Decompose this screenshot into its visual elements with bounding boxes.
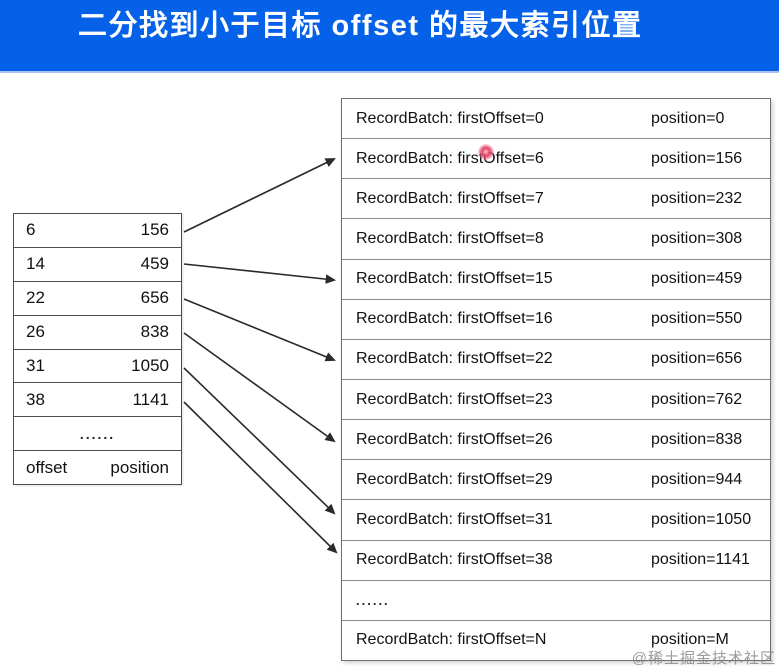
index-position: 838 (140, 322, 169, 342)
record-row: RecordBatch: firstOffset=7 position=232 (342, 179, 770, 220)
record-row: RecordBatch: firstOffset=16 position=550 (342, 300, 770, 340)
record-row: RecordBatch: firstOffset=38 position=114… (342, 541, 770, 581)
index-header-row: offset position (14, 451, 181, 484)
record-row: RecordBatch: firstOffset=29 position=944 (342, 460, 770, 501)
record-position: position=762 (651, 390, 743, 408)
record-row: RecordBatch: firstOffset=26 position=838 (342, 420, 770, 461)
record-position: position=459 (651, 270, 743, 288)
record-row: RecordBatch: firstOffset=0 position=0 (342, 99, 770, 140)
index-position: 156 (140, 220, 169, 240)
record-row: RecordBatch: firstOffset=N position=M (342, 621, 770, 660)
record-label: RecordBatch: firstOffset=N (356, 631, 547, 649)
record-label: RecordBatch: firstOffset=15 (356, 270, 553, 288)
record-position: position=1050 (651, 510, 752, 528)
index-row: 26 838 (14, 316, 181, 350)
record-label: RecordBatch: firstOffset=38 (356, 551, 553, 569)
index-offset: 14 (26, 254, 45, 274)
record-position: position=232 (651, 189, 743, 207)
record-position: position=156 (651, 149, 743, 167)
index-offset: 31 (26, 355, 45, 375)
ellipsis-text: ...... (356, 592, 390, 608)
record-row: RecordBatch: firstOffset=31 position=105… (342, 500, 770, 541)
record-position: position=0 (651, 109, 725, 127)
index-row: 6 156 (14, 214, 181, 248)
record-position: position=838 (651, 430, 743, 448)
record-position: position=1141 (651, 551, 750, 569)
position-column-label: position (110, 457, 169, 477)
offset-column-label: offset (26, 457, 68, 477)
record-label: RecordBatch: firstOffset=22 (356, 350, 553, 368)
index-offset: 22 (26, 288, 45, 308)
index-position: 1141 (132, 389, 169, 409)
index-row: 38 1141 (14, 383, 181, 418)
record-ellipsis-row: ...... (342, 581, 770, 621)
record-position: position=656 (651, 350, 743, 368)
index-offset: 26 (26, 322, 45, 342)
index-offset: 6 (26, 220, 36, 240)
record-label: RecordBatch: firstOffset=6 (356, 149, 544, 167)
record-label: RecordBatch: firstOffset=8 (356, 229, 544, 247)
index-ellipsis-row: ...... (14, 417, 181, 452)
laser-pointer-dot (478, 144, 494, 160)
index-position: 459 (140, 254, 169, 274)
record-label: RecordBatch: firstOffset=16 (356, 310, 553, 328)
offset-index-table: 6 156 14 459 22 656 26 838 31 1050 38 11… (13, 213, 182, 485)
watermark: @稀土掘金技术社区 (631, 650, 776, 667)
record-position: position=944 (651, 470, 743, 488)
index-row: 22 656 (14, 282, 181, 316)
index-position: 656 (140, 288, 169, 308)
record-row: RecordBatch: firstOffset=6 position=156 (342, 139, 770, 180)
record-label: RecordBatch: firstOffset=23 (356, 390, 553, 408)
index-offset: 38 (26, 389, 45, 409)
record-position: position=550 (651, 310, 743, 328)
index-position: 1050 (131, 355, 169, 375)
record-label: RecordBatch: firstOffset=0 (356, 109, 544, 127)
record-label: RecordBatch: firstOffset=29 (356, 470, 553, 488)
record-batch-table: RecordBatch: firstOffset=0 position=0 Re… (341, 98, 771, 661)
record-position: position=308 (651, 229, 743, 247)
title-bar: 二分找到小于目标 offset 的最大索引位置 (0, 0, 779, 73)
index-row: 31 1050 (14, 350, 181, 384)
record-label: RecordBatch: firstOffset=7 (356, 189, 544, 207)
record-label: RecordBatch: firstOffset=31 (356, 510, 553, 528)
record-row: RecordBatch: firstOffset=8 position=308 (342, 219, 770, 260)
record-row: RecordBatch: firstOffset=23 position=762 (342, 380, 770, 421)
record-label: RecordBatch: firstOffset=26 (356, 430, 553, 448)
record-row: RecordBatch: firstOffset=15 position=459 (342, 260, 770, 300)
record-row: RecordBatch: firstOffset=22 position=656 (342, 340, 770, 380)
page-title: 二分找到小于目标 offset 的最大索引位置 (78, 10, 643, 42)
record-position: position=M (651, 631, 729, 649)
ellipsis-text: ...... (79, 425, 116, 442)
index-row: 14 459 (14, 248, 181, 282)
